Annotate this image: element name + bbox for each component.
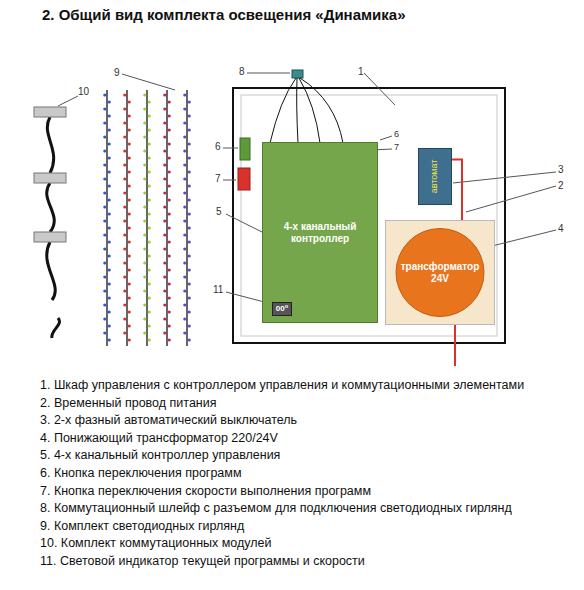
callout-number: 4 bbox=[558, 223, 564, 235]
indicator-display: 00⁰ bbox=[272, 302, 292, 316]
legend-item: 10. Комплект коммутационных модулей bbox=[40, 536, 272, 550]
legend-item: 6. Кнопка переключения программ bbox=[40, 466, 242, 480]
controller-box: 4-х канальный контроллер 00⁰ bbox=[262, 142, 378, 323]
legend-item: 2. Временный провод питания bbox=[40, 396, 217, 410]
program-button bbox=[240, 138, 250, 160]
legend-item: 3. 2-х фазный автоматический выключатель bbox=[40, 413, 297, 427]
power-wire bbox=[452, 159, 462, 220]
callout-number: 3 bbox=[558, 164, 564, 176]
power-wire bbox=[454, 325, 456, 366]
callout-number: 7 bbox=[215, 173, 221, 185]
diagram-title: 2. Общий вид комплекта освещения «Динами… bbox=[42, 6, 406, 23]
legend-item: 8. Коммутационный шлейф с разъемом для п… bbox=[40, 501, 512, 515]
module-cable bbox=[47, 117, 60, 338]
legend-item: 4. Понижающий трансформатор 220/24V bbox=[40, 431, 278, 445]
harness-connector bbox=[292, 70, 303, 78]
callout-number: 6 bbox=[215, 141, 221, 153]
callout-number: 7 bbox=[394, 142, 399, 152]
callout-number: 8 bbox=[239, 66, 245, 78]
cabinet-inner-edge bbox=[241, 95, 497, 336]
callout-number: 11 bbox=[213, 284, 223, 296]
transformer-box: трансформатор 24V bbox=[385, 220, 495, 325]
switching-module bbox=[34, 107, 66, 242]
node-text: трансформатор 24V bbox=[400, 261, 480, 285]
legend-item: 1. Шкаф управления с контроллером управл… bbox=[40, 378, 524, 392]
legend-item: 7. Кнопка переключения скорости выполнен… bbox=[40, 484, 371, 498]
callout-number: 10 bbox=[78, 86, 89, 98]
circuit-breaker: автомат bbox=[418, 148, 452, 205]
legend-item: 5. 4-х канальный контроллер управления bbox=[40, 448, 280, 462]
callout-number: 5 bbox=[216, 206, 222, 218]
node-text: 00⁰ bbox=[276, 304, 288, 314]
legend-item: 11. Световой индикатор текущей программы… bbox=[40, 554, 365, 568]
node-text: автомат bbox=[430, 160, 441, 194]
callout-number: 2 bbox=[558, 180, 564, 192]
legend-item: 9. Комплект светодиодных гирлянд bbox=[40, 519, 244, 533]
control-cabinet bbox=[233, 88, 505, 343]
callout-number: 6 bbox=[394, 129, 399, 139]
callout-number: 1 bbox=[358, 66, 364, 78]
callout-number: 9 bbox=[114, 67, 120, 79]
node-text: 4-х канальный контроллер bbox=[267, 221, 373, 245]
speed-button bbox=[238, 168, 250, 190]
led-garlands bbox=[103, 90, 191, 346]
harness-wires bbox=[270, 78, 343, 143]
